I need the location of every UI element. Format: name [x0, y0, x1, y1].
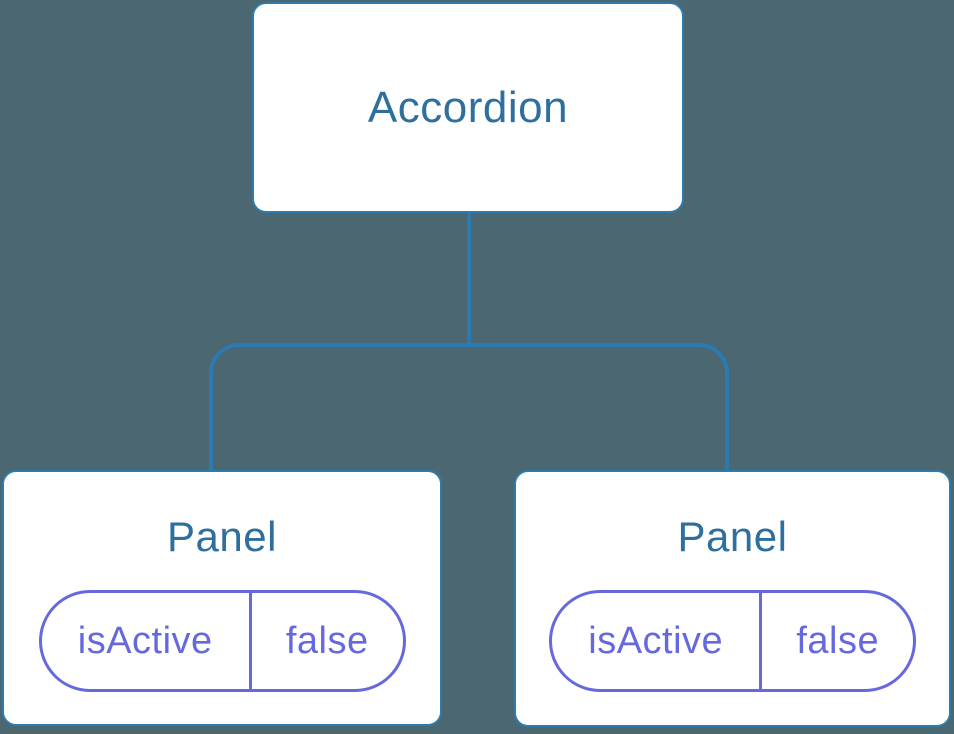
state-name: isActive	[552, 593, 763, 689]
state-name: isActive	[42, 593, 252, 689]
state-pill: isActive false	[38, 590, 406, 692]
panel-node-left: Panel isActive false	[2, 470, 442, 726]
tree-connector-stem	[467, 212, 471, 347]
tree-connector-bracket	[209, 343, 729, 470]
state-value: false	[285, 619, 369, 662]
accordion-node: Accordion	[252, 2, 684, 213]
panel-node-right: Panel isActive false	[514, 470, 951, 727]
panel-node-label: Panel	[677, 513, 788, 560]
accordion-node-label: Accordion	[367, 82, 569, 132]
panel-node-label: Panel	[167, 513, 277, 560]
state-pill: isActive false	[549, 590, 916, 692]
state-value: false	[796, 619, 880, 662]
